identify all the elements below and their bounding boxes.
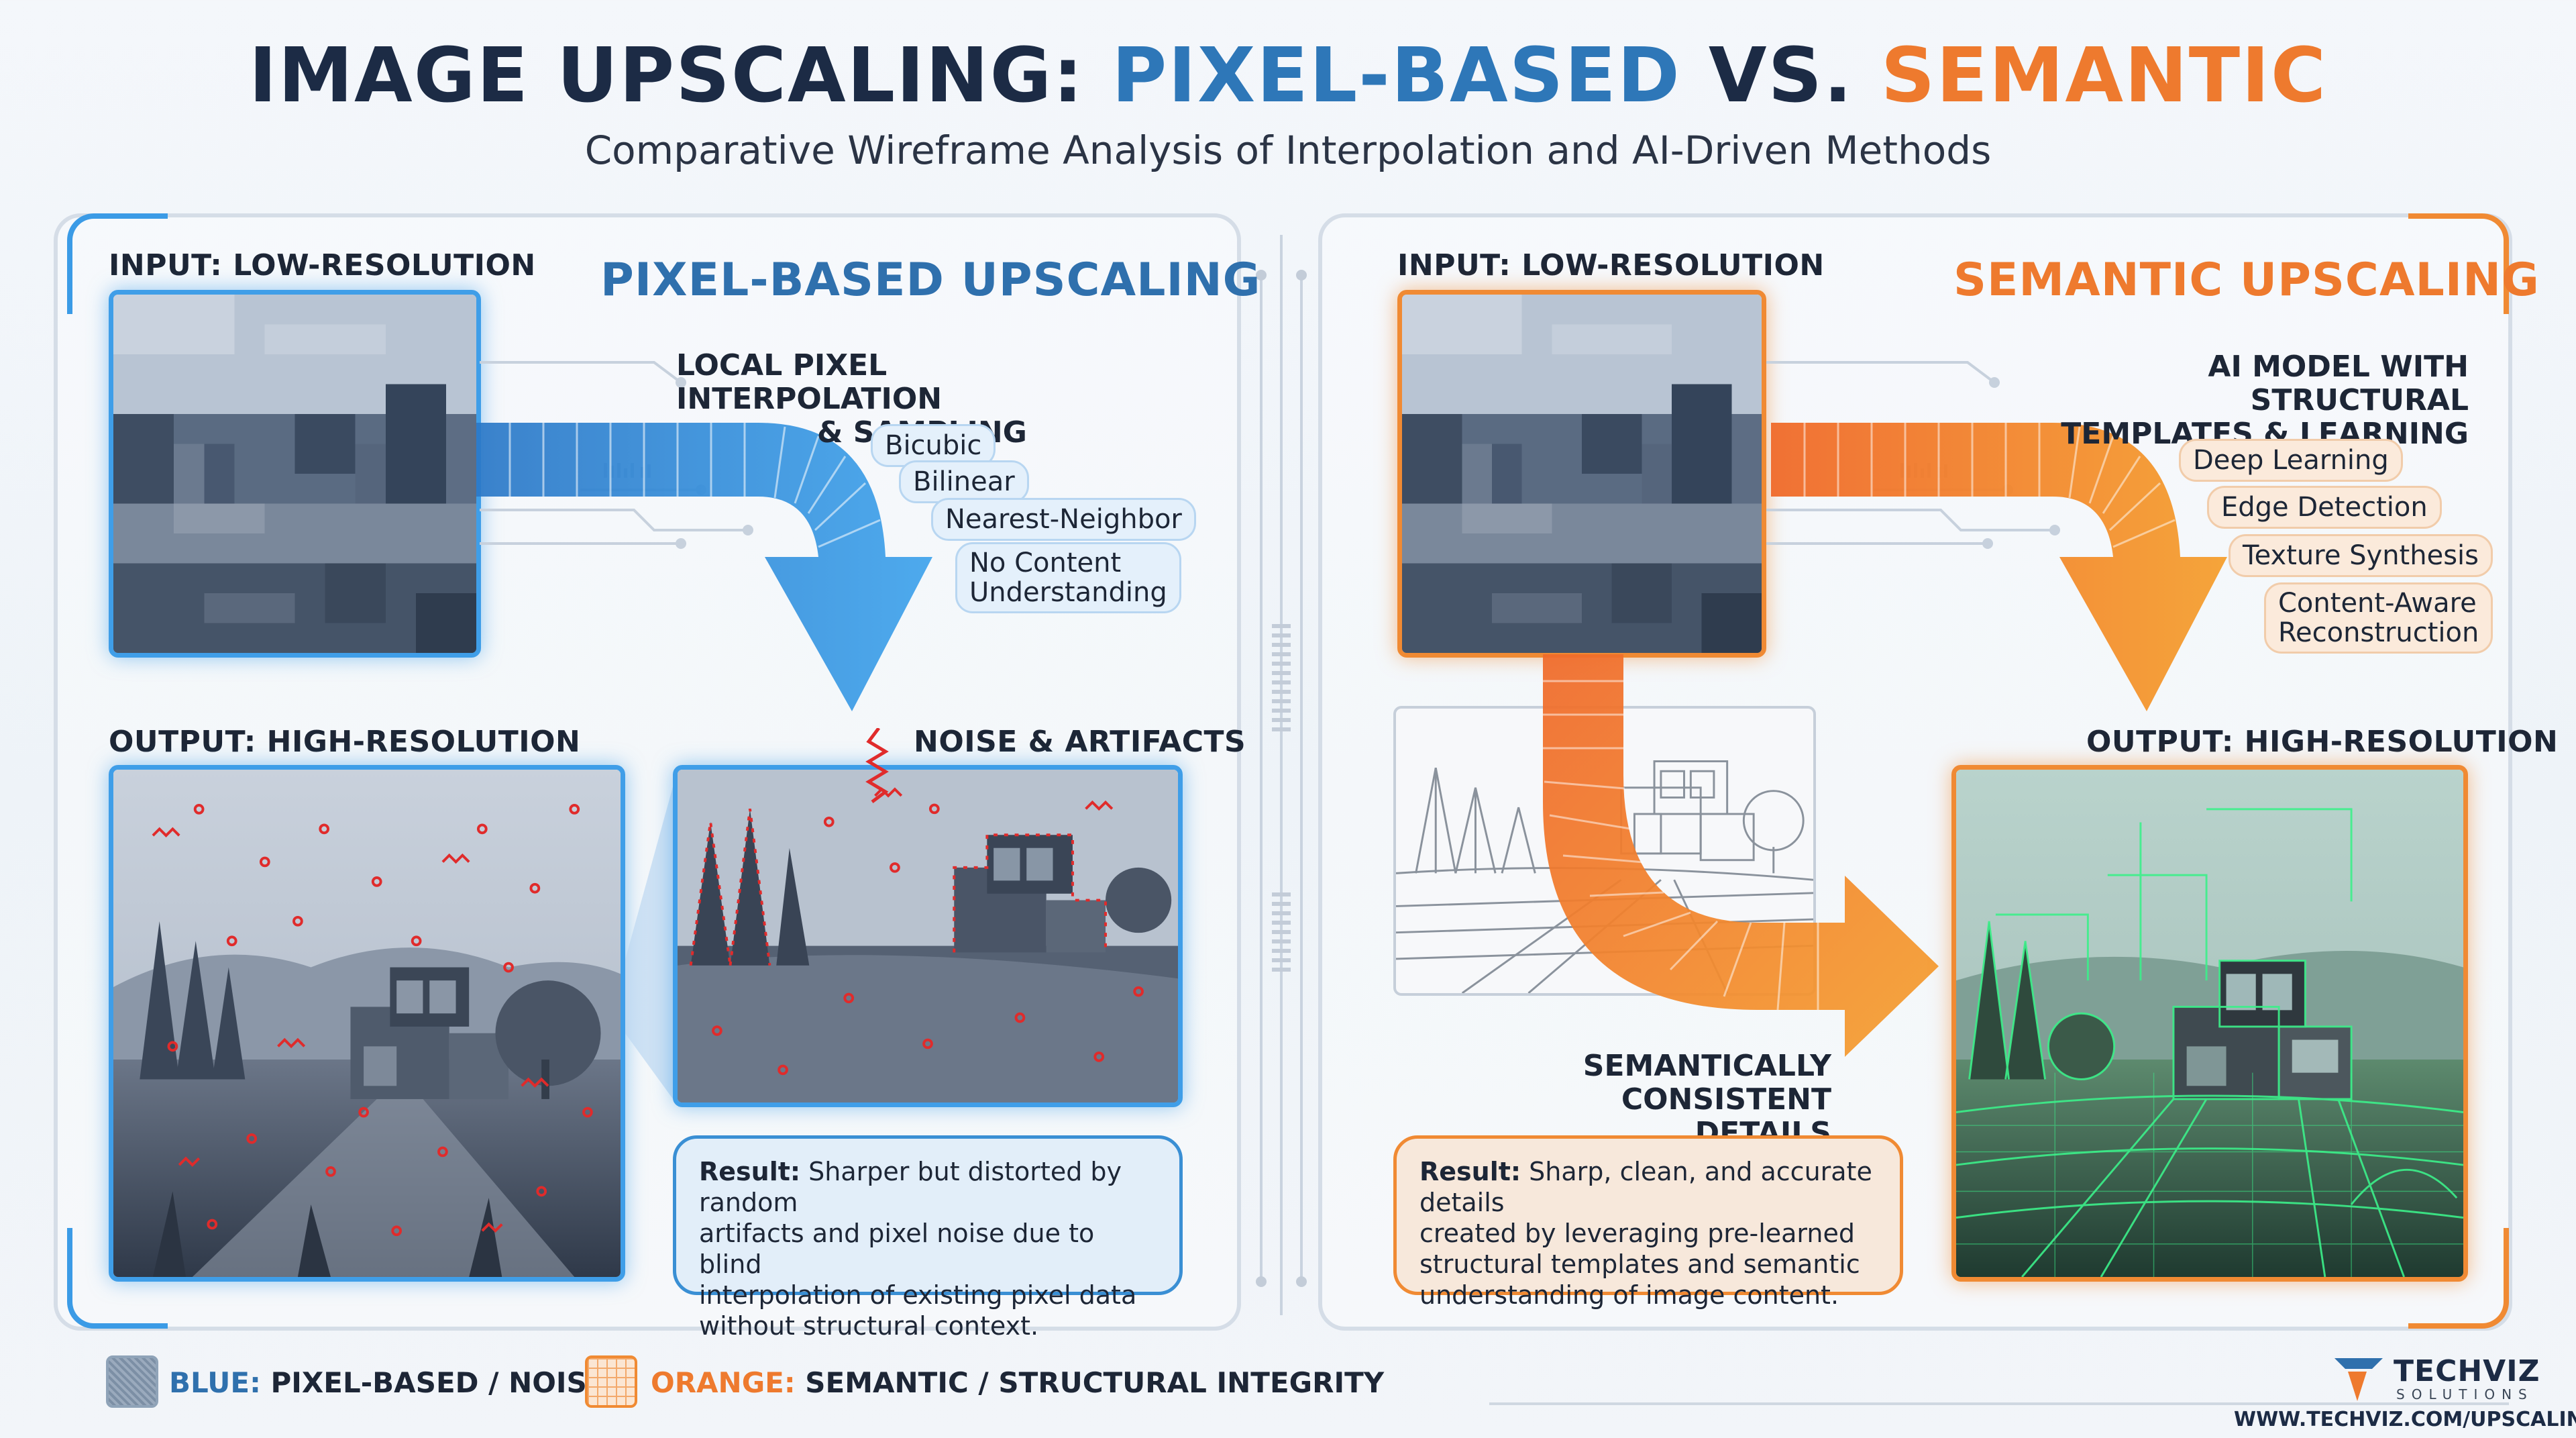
note-pill-no-content: No Content Understanding (955, 542, 1181, 613)
right-output-image (1951, 765, 2468, 1282)
right-input-image (1397, 290, 1766, 658)
left-result-bold: Result: (699, 1157, 801, 1186)
left-result-line4: without structural context. (699, 1311, 1039, 1341)
left-corner-top (67, 213, 168, 314)
left-output-image (109, 765, 625, 1282)
page-title: IMAGE UPSCALING: PIXEL-BASED VS. SEMANTI… (0, 32, 2576, 119)
right-curved-right-arrow-icon (1543, 654, 1939, 1057)
noise-squiggle-icon (865, 728, 889, 803)
left-result-line3: interpolation of existing pixel data (699, 1280, 1137, 1310)
left-curved-down-arrow-icon (476, 423, 932, 711)
right-method-title-line1: AI MODEL WITH STRUCTURAL (2208, 350, 2469, 417)
left-zoom-image (673, 765, 1183, 1107)
right-input-label: INPUT: LOW-RESOLUTION (1397, 248, 1825, 283)
right-corner-top (2408, 213, 2509, 314)
title-part-2: PIXEL-BASED (1112, 32, 1681, 119)
left-output-label: OUTPUT: HIGH-RESOLUTION (109, 725, 581, 759)
page-subtitle: Comparative Wireframe Analysis of Interp… (584, 127, 1992, 173)
left-input-image (109, 290, 481, 658)
right-result-line3: structural templates and semantic (1419, 1249, 1860, 1279)
note-line2: Understanding (969, 577, 1167, 608)
legend-orange-key: ORANGE: (651, 1366, 796, 1399)
legend-blue-key: BLUE: (169, 1366, 261, 1399)
noise-swatch-icon (106, 1355, 158, 1408)
legend-blue-text: BLUE: PIXEL-BASED / NOISE (169, 1366, 606, 1399)
left-heading: PIXEL-BASED UPSCALING (600, 254, 1261, 307)
left-result-line1: Sharper but distorted by random (699, 1157, 1122, 1217)
brand-url: WWW.TECHVIZ.COM/UPSCALING (2234, 1408, 2576, 1431)
legend-blue-desc: PIXEL-BASED / NOISE (260, 1366, 606, 1399)
brand-name: TECHVIZ (2394, 1354, 2540, 1388)
legend: BLUE: PIXEL-BASED / NOISE ORANGE: SEMANT… (101, 1353, 1442, 1413)
legend-orange-desc: SEMANTIC / STRUCTURAL INTEGRITY (795, 1366, 1385, 1399)
left-corner-bottom (67, 1228, 168, 1329)
footer-divider (1489, 1402, 2509, 1405)
method-pill-bilinear: Bilinear (899, 460, 1029, 503)
method-pill-edge-detection: Edge Detection (2207, 486, 2442, 529)
right-result-line2: created by leveraging pre-learned (1419, 1219, 1855, 1248)
right-method-title: AI MODEL WITH STRUCTURAL TEMPLATES & LEA… (2012, 350, 2469, 451)
right-result-box: Result: Sharp, clean, and accurate detai… (1393, 1135, 1903, 1310)
left-result-box: Result: Sharper but distorted by random … (673, 1135, 1183, 1341)
techviz-logo-icon (2334, 1358, 2383, 1401)
title-part-1: IMAGE UPSCALING: (248, 32, 1112, 119)
method-pill-bicubic: Bicubic (871, 424, 996, 467)
left-input-label: INPUT: LOW-RESOLUTION (109, 248, 536, 283)
zoom-connector (625, 765, 679, 1107)
left-result-line2: artifacts and pixel noise due to blind (699, 1219, 1095, 1279)
consistency-label: SEMANTICALLY CONSISTENT DETAILS (1516, 1049, 1831, 1150)
right-output-label: OUTPUT: HIGH-RESOLUTION (2086, 725, 2559, 759)
title-part-4: SEMANTIC (1880, 32, 2328, 119)
method-pill-deep-learning: Deep Learning (2179, 439, 2403, 482)
method-pill-content-aware: Content-Aware Reconstruction (2264, 582, 2493, 654)
right-curved-down-arrow-icon (1771, 423, 2227, 711)
grid-swatch-icon (585, 1355, 637, 1408)
center-circuit-divider (1256, 235, 1307, 1315)
method4-line2: Reconstruction (2278, 617, 2479, 648)
consistency-line2: CONSISTENT DETAILS (1621, 1082, 1831, 1150)
legend-orange-text: ORANGE: SEMANTIC / STRUCTURAL INTEGRITY (651, 1366, 1384, 1399)
left-method-title-line1: LOCAL PIXEL INTERPOLATION (676, 348, 943, 416)
right-result-bold: Result: (1419, 1157, 1521, 1186)
right-result-line4: understanding of image content. (1419, 1280, 1839, 1310)
consistency-line1: SEMANTICALLY (1582, 1049, 1831, 1083)
right-result-line1: Sharp, clean, and accurate details (1419, 1157, 1872, 1217)
title-part-3: VS. (1680, 32, 1881, 119)
method4-line1: Content-Aware (2278, 588, 2477, 619)
noise-artifacts-label: NOISE & ARTIFACTS (914, 725, 1246, 759)
right-corner-bottom (2408, 1228, 2509, 1329)
method-pill-texture-synthesis: Texture Synthesis (2229, 534, 2493, 577)
right-heading: SEMANTIC UPSCALING (1953, 254, 2540, 307)
brand-tagline: SOLUTIONS (2396, 1386, 2534, 1402)
note-line1: No Content (969, 548, 1122, 578)
method-pill-nearest-neighbor: Nearest-Neighbor (931, 498, 1196, 541)
